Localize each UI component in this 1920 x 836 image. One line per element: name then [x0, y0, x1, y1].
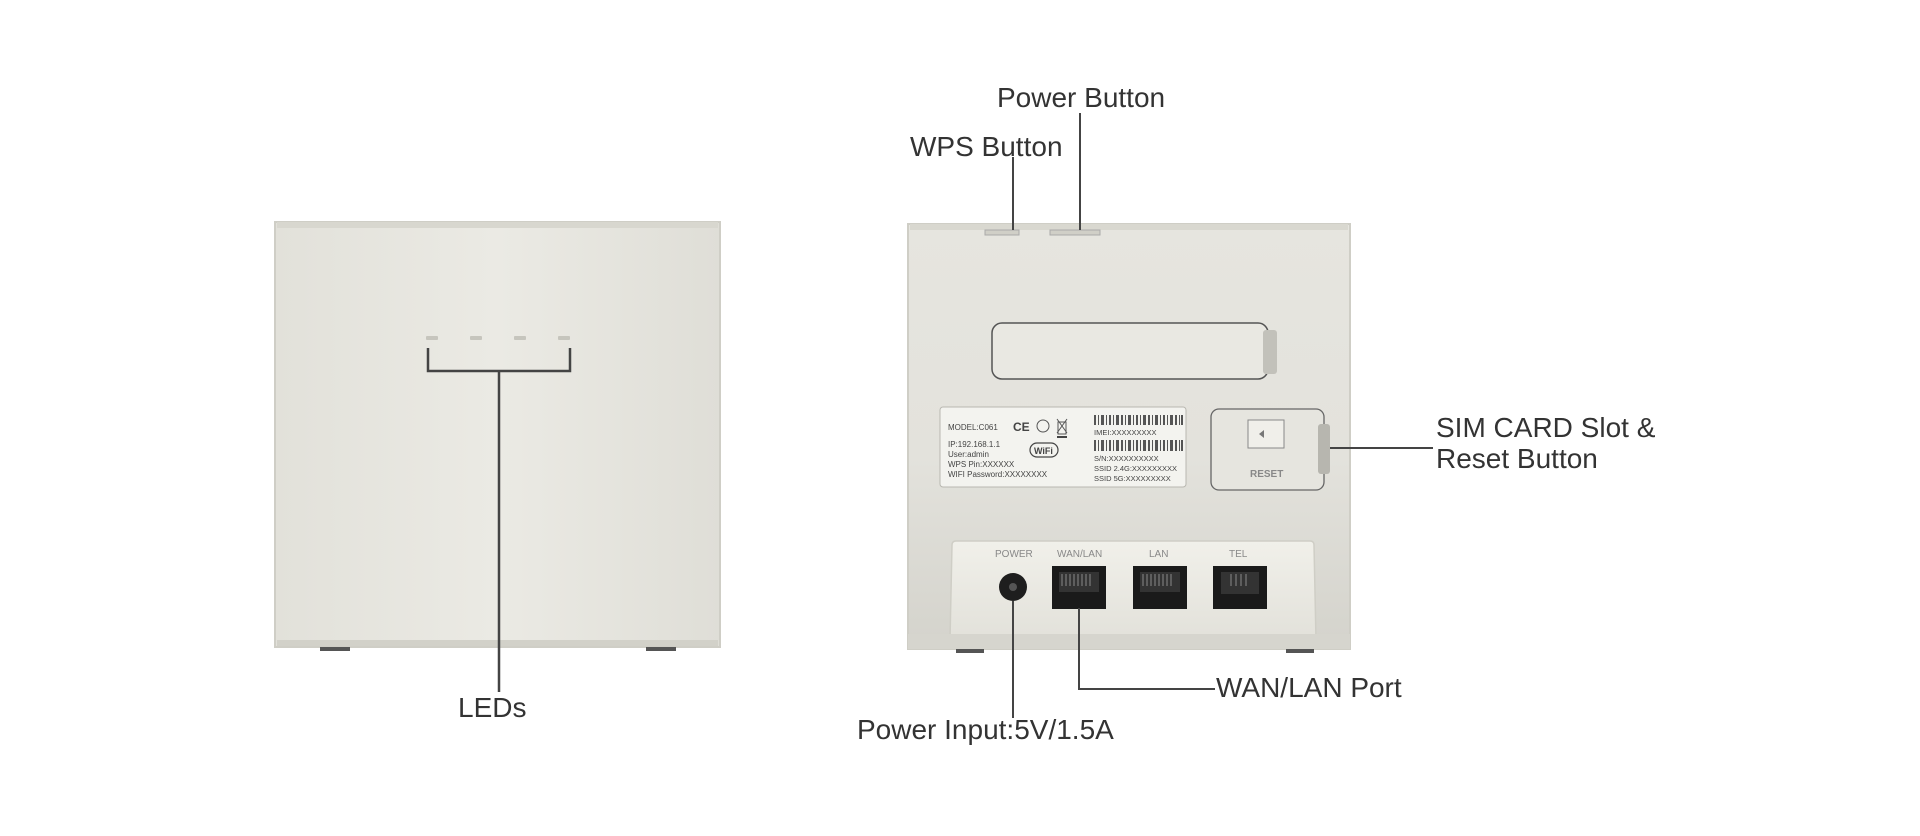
- sim-cover-side: [1318, 424, 1330, 474]
- callout-wan-lan-port: WAN/LAN Port: [1216, 672, 1402, 703]
- weee-bin-icon: [1056, 418, 1068, 435]
- front-foot-left: [320, 647, 350, 651]
- barcode-1-icon: [1094, 415, 1183, 425]
- led-indicator-2: [470, 336, 482, 340]
- router-front-top-edge: [277, 222, 718, 228]
- callout-sim-reset: SIM CARD Slot & Reset Button: [1436, 412, 1676, 475]
- sim-arrow-icon: [1259, 430, 1264, 438]
- barcode-2-icon: [1094, 440, 1183, 451]
- back-foot-right: [1286, 649, 1314, 653]
- router-front-body: [274, 221, 721, 648]
- power-button: [1049, 229, 1101, 236]
- power-jack-pin: [1009, 583, 1017, 591]
- label-sticker-bg: [939, 406, 1187, 488]
- back-upper-slot-side: [1263, 330, 1277, 374]
- callout-sim-reset-line1: SIM CARD Slot &: [1436, 412, 1656, 443]
- wan-lan-leader-line: [1078, 608, 1215, 690]
- port-label-tel: TEL: [1229, 549, 1248, 560]
- reset-label: RESET: [1250, 469, 1283, 480]
- front-foot-right: [646, 647, 676, 651]
- label-imei: IMEI:XXXXXXXXX: [1094, 428, 1157, 437]
- router-back-top-edge: [910, 224, 1348, 230]
- label-sn: S/N:XXXXXXXXXX: [1094, 454, 1159, 463]
- port-label-wan-lan: WAN/LAN: [1057, 549, 1102, 560]
- label-model: MODEL:C061: [948, 423, 998, 432]
- ce-mark-icon: CE: [1013, 420, 1030, 434]
- router-front-bottom-edge: [277, 640, 718, 646]
- wps-button: [984, 229, 1020, 236]
- led-indicator-1: [426, 336, 438, 340]
- wan-lan-port-icon: [1052, 566, 1106, 609]
- label-ssid-5: SSID 5G:XXXXXXXXX: [1094, 474, 1171, 483]
- label-wps-pin: WPS Pin:XXXXXX: [948, 460, 1015, 469]
- sim-card-icon: [1247, 419, 1285, 449]
- led-indicator-4: [558, 336, 570, 340]
- led-indicator-3: [514, 336, 526, 340]
- label-ip: IP:192.168.1.1: [948, 440, 1001, 449]
- back-upper-slot: [991, 322, 1269, 380]
- callout-leds: LEDs: [458, 692, 527, 723]
- port-label-power: POWER: [995, 549, 1033, 560]
- router-back-view: MODEL:C061 CE IP:192.168.1.1 User:admin …: [907, 113, 1433, 718]
- wifi-logo-text: WiFi: [1034, 446, 1053, 456]
- callout-sim-reset-line2: Reset Button: [1436, 443, 1598, 475]
- callout-power-button: Power Button: [997, 82, 1166, 113]
- sim-reset-cover: RESET: [1210, 408, 1330, 491]
- label-ssid-24: SSID 2.4G:XXXXXXXXX: [1094, 464, 1177, 473]
- lan-port-icon: [1133, 566, 1187, 609]
- router-front-view: [274, 221, 721, 692]
- back-foot-left: [956, 649, 984, 653]
- tel-port-icon: [1213, 566, 1267, 609]
- recycle-icon: [1036, 419, 1050, 433]
- label-wifi-password: WIFI Password:XXXXXXXX: [948, 470, 1048, 479]
- wifi-logo-icon: [1029, 442, 1059, 458]
- port-label-lan: LAN: [1149, 549, 1168, 560]
- router-back-bottom-edge: [908, 634, 1350, 649]
- callout-power-input: Power Input:5V/1.5A: [857, 714, 1114, 745]
- label-sticker: MODEL:C061 CE IP:192.168.1.1 User:admin …: [939, 406, 1187, 488]
- weee-bar-icon: [1057, 436, 1067, 438]
- label-user: User:admin: [948, 450, 989, 459]
- callout-wps-button: WPS Button: [910, 131, 1063, 162]
